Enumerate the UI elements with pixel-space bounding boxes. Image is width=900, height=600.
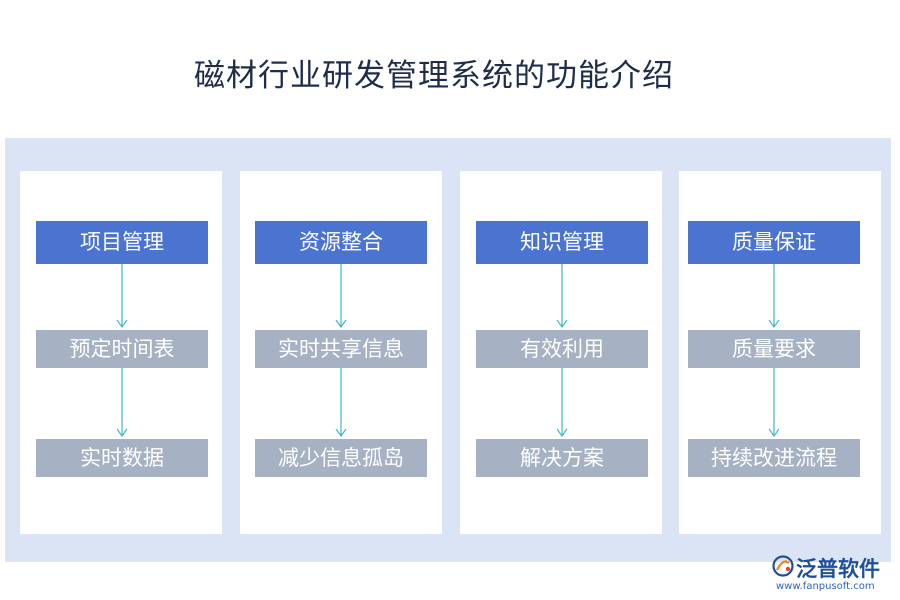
arrow-down-icon: [556, 368, 568, 438]
header-quality-assurance: 质量保证: [688, 221, 860, 264]
step-schedule: 预定时间表: [36, 330, 208, 368]
step-quality-requirements: 质量要求: [688, 330, 860, 368]
brand-name: 泛普软件: [796, 553, 880, 583]
step-continuous-improvement: 持续改进流程: [688, 439, 860, 477]
arrow-down-icon: [116, 368, 128, 438]
step-solution: 解决方案: [476, 439, 648, 477]
step-share-info: 实时共享信息: [255, 330, 427, 368]
arrow-down-icon: [335, 368, 347, 438]
page-title: 磁材行业研发管理系统的功能介绍: [0, 50, 868, 95]
arrow-down-icon: [335, 264, 347, 329]
fanpu-logo-icon: [772, 555, 794, 577]
arrow-down-icon: [116, 264, 128, 329]
step-effective-use: 有效利用: [476, 330, 648, 368]
arrow-down-icon: [768, 264, 780, 329]
header-knowledge-management: 知识管理: [476, 221, 648, 264]
step-reduce-silos: 减少信息孤岛: [255, 439, 427, 477]
arrow-down-icon: [556, 264, 568, 329]
header-resource-integration: 资源整合: [255, 221, 427, 264]
brand-logo: 泛普软件 www.fanpusoft.com: [772, 553, 896, 597]
brand-url: www.fanpusoft.com: [776, 581, 875, 592]
header-project-management: 项目管理: [36, 221, 208, 264]
arrow-down-icon: [768, 368, 780, 438]
step-realtime-data: 实时数据: [36, 439, 208, 477]
